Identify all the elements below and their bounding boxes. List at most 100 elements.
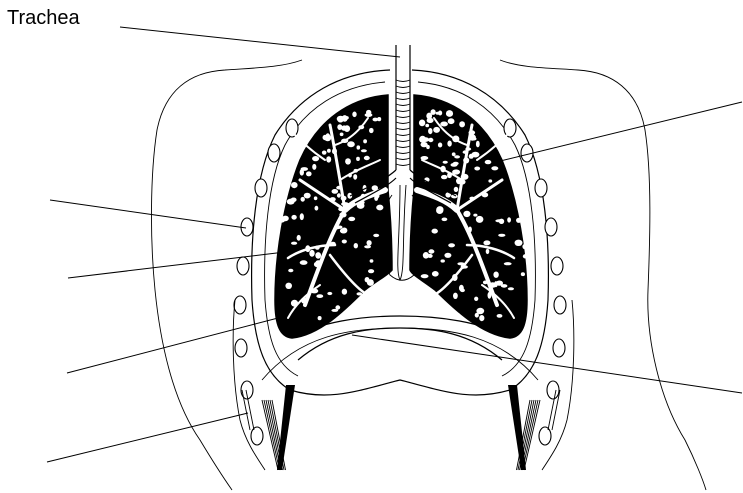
alveolus — [459, 285, 464, 292]
alveolus — [433, 127, 440, 133]
alveolus — [337, 124, 342, 130]
alveolus — [341, 196, 347, 201]
alveolus — [488, 179, 492, 182]
alveolus — [367, 240, 372, 246]
trachea-ring — [396, 80, 410, 82]
alveolus — [347, 141, 355, 147]
alveolus — [353, 174, 357, 180]
alveolus — [316, 294, 323, 298]
alveolus — [341, 228, 347, 233]
alveolus — [516, 218, 522, 223]
alveolus — [515, 240, 523, 246]
alveolus — [372, 185, 378, 191]
alveolus — [453, 162, 459, 165]
alveolus — [443, 161, 448, 164]
leader-diaphragm — [352, 335, 742, 393]
alveolus — [341, 139, 348, 143]
alveolus — [357, 202, 365, 209]
alveolus — [373, 118, 379, 122]
alveolus — [468, 227, 472, 233]
alveolus — [376, 205, 383, 211]
trachea-ring — [396, 110, 410, 112]
alveolus — [459, 121, 465, 127]
alveolus — [305, 245, 310, 252]
leader-trachea — [120, 27, 400, 57]
alveolus — [297, 235, 301, 241]
leader-left-rib — [50, 200, 246, 228]
alveolus — [315, 206, 319, 211]
alveolus — [508, 287, 514, 290]
alveolus — [352, 304, 358, 309]
alveolus — [419, 120, 425, 127]
alveolus — [452, 274, 458, 281]
alveolus — [318, 316, 322, 320]
leader-left-lung — [68, 252, 285, 278]
alveolus — [474, 167, 480, 171]
alveolus — [491, 166, 498, 170]
alveolus — [495, 219, 503, 222]
alveolus — [340, 133, 344, 137]
alveolus — [521, 272, 525, 276]
alveolus — [522, 244, 529, 250]
alveolus — [421, 142, 428, 147]
alveolus — [301, 297, 306, 303]
alveolus — [301, 197, 305, 202]
leader-right-upper — [492, 102, 742, 163]
alveolus — [282, 216, 289, 222]
alveolus — [367, 319, 375, 324]
alveolus — [494, 281, 498, 287]
alveolus — [483, 281, 488, 285]
alveolus — [338, 207, 345, 211]
leader-lines — [47, 27, 742, 462]
rib-left-3 — [255, 179, 267, 197]
trachea-ring — [396, 92, 410, 94]
alveolus — [334, 226, 340, 230]
rib-right-9 — [539, 427, 551, 445]
alveolus — [366, 110, 371, 115]
alveolus — [287, 199, 295, 205]
rib-left-9 — [251, 427, 263, 445]
alveolus — [424, 310, 430, 313]
alveolus — [469, 130, 476, 135]
alveolus — [452, 136, 459, 143]
alveolus — [485, 160, 492, 164]
alveolus — [476, 216, 484, 223]
alveolus — [339, 212, 346, 217]
alveolus — [444, 253, 451, 258]
rib-right-4 — [545, 218, 557, 236]
rib-left-6 — [234, 296, 246, 314]
alveolus — [424, 289, 428, 293]
alveolus — [442, 218, 448, 222]
alveolus — [493, 272, 498, 278]
trachea-ring — [396, 86, 410, 88]
alveolus — [436, 112, 440, 115]
alveolus — [425, 124, 429, 128]
alveolus — [369, 128, 374, 133]
alveolus — [447, 141, 451, 147]
trachea-ring — [396, 140, 410, 142]
alveolus — [461, 265, 466, 269]
alveolus — [310, 289, 318, 294]
alveolus — [341, 202, 349, 206]
alveolus — [337, 116, 345, 122]
trachea-ring — [396, 152, 410, 154]
alveolus — [330, 197, 336, 201]
abdominal-muscles — [262, 385, 540, 470]
rib-left-4 — [241, 218, 253, 236]
alveolus — [433, 321, 437, 326]
alveolus — [441, 175, 447, 179]
alveolus — [483, 240, 490, 245]
alveolus — [432, 271, 439, 277]
alveolus — [357, 145, 361, 149]
alveolus — [436, 206, 443, 213]
trachea-ring — [396, 134, 410, 136]
alveolus — [348, 321, 355, 327]
trachea-ring — [396, 98, 410, 100]
rib-left-5 — [237, 257, 249, 275]
alveolus — [465, 147, 471, 150]
alveolus — [469, 134, 476, 140]
alveolus — [423, 252, 429, 259]
trachea — [396, 45, 410, 170]
alveolus — [361, 149, 367, 152]
alveolus — [342, 240, 347, 244]
